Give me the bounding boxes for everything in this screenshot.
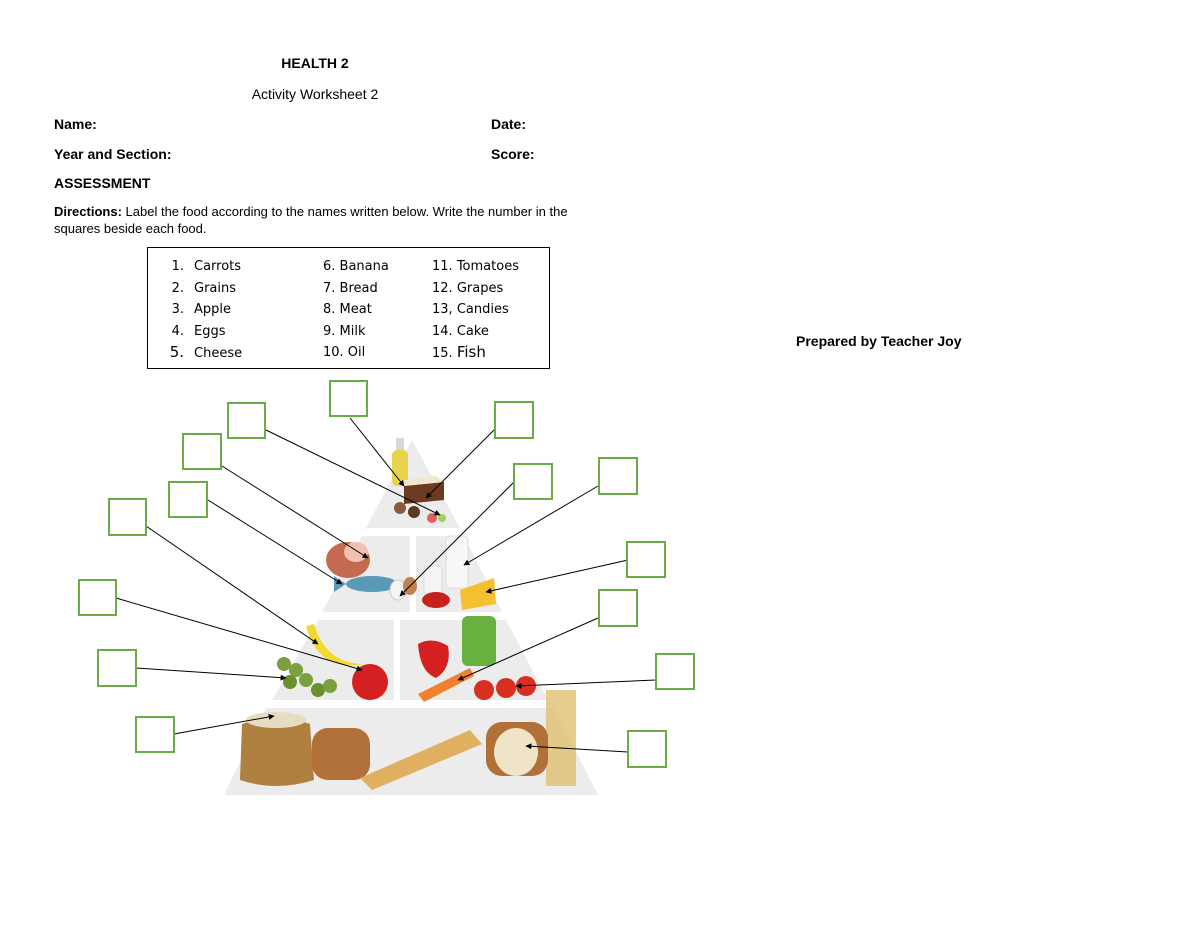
answer-box[interactable]: [513, 463, 553, 500]
word-list-column-2: 6. Banana 7. Bread 8. Meat 9. Milk 10. O…: [323, 256, 389, 364]
worksheet-subtitle: Activity Worksheet 2: [251, 86, 379, 102]
cake-illustration: [404, 476, 444, 504]
answer-box[interactable]: [227, 402, 266, 439]
word-item: 4.Eggs: [171, 323, 226, 339]
grapes-illustration: [277, 657, 337, 697]
grains-illustration: [240, 690, 576, 786]
connector-arrows: [115, 417, 657, 753]
worksheet-title: HEALTH 2: [281, 55, 349, 71]
word-item: 9. Milk: [323, 323, 366, 339]
word-item: 13, Candies: [432, 302, 509, 317]
answer-box[interactable]: [182, 433, 222, 470]
meat-illustration: [326, 542, 370, 578]
name-field-label: Name:: [54, 116, 97, 132]
word-item: 15. Fish: [432, 343, 486, 361]
word-item: 11. Tomatoes: [432, 259, 519, 274]
word-item: 7. Bread: [323, 280, 378, 296]
word-item: 6. Banana: [323, 259, 389, 274]
pepper-illustration: [418, 640, 449, 678]
answer-box[interactable]: [655, 653, 695, 690]
word-item: 5.Cheese: [169, 343, 243, 361]
word-item: 2.Grains: [171, 280, 237, 296]
date-field-label: Date:: [491, 116, 527, 132]
greens-illustration: [462, 616, 496, 666]
word-item: 10. Oil: [323, 345, 366, 360]
directions-label: Directions:: [54, 204, 122, 219]
answer-box[interactable]: [135, 716, 175, 753]
answer-box[interactable]: [598, 457, 638, 495]
candies-illustration: [394, 502, 446, 523]
score-field-label: Score:: [491, 146, 535, 162]
assessment-heading: ASSESSMENT: [54, 175, 151, 191]
answer-box[interactable]: [78, 579, 117, 616]
word-list-column-1: 1.Carrots 2.Grains 3.Apple 4.Eggs 5.Chee…: [156, 256, 242, 364]
year-section-field-label: Year and Section:: [54, 146, 172, 162]
milk-illustration: [423, 535, 469, 595]
directions-text: Label the food according to the names wr…: [54, 204, 568, 236]
prepared-by-credit: Prepared by Teacher Joy: [796, 333, 962, 349]
answer-box[interactable]: [97, 649, 137, 687]
oil-bottle-illustration: [392, 438, 408, 486]
answer-box[interactable]: [168, 481, 208, 518]
word-item: 3.Apple: [171, 302, 232, 317]
answer-box[interactable]: [108, 498, 147, 536]
answer-box[interactable]: [627, 730, 667, 768]
food-word-list: 1.Carrots 2.Grains 3.Apple 4.Eggs 5.Chee…: [147, 247, 550, 369]
cheese-illustration: [422, 578, 496, 610]
apple-illustration: [352, 664, 388, 700]
directions-paragraph: Directions: Label the food according to …: [54, 203, 594, 237]
word-list-column-3: 11. Tomatoes 12. Grapes 13, Candies 14. …: [432, 256, 519, 364]
word-item: 1.Carrots: [171, 259, 242, 274]
word-item: 14. Cake: [432, 323, 489, 339]
word-item: 12. Grapes: [432, 280, 504, 296]
banana-illustration: [306, 624, 364, 666]
answer-boxes: [78, 380, 695, 768]
answer-box[interactable]: [494, 401, 534, 439]
answer-box[interactable]: [598, 589, 638, 627]
word-item: 8. Meat: [323, 302, 372, 317]
answer-box[interactable]: [626, 541, 666, 578]
bread-illustration: [312, 722, 548, 790]
answer-box[interactable]: [329, 380, 368, 417]
